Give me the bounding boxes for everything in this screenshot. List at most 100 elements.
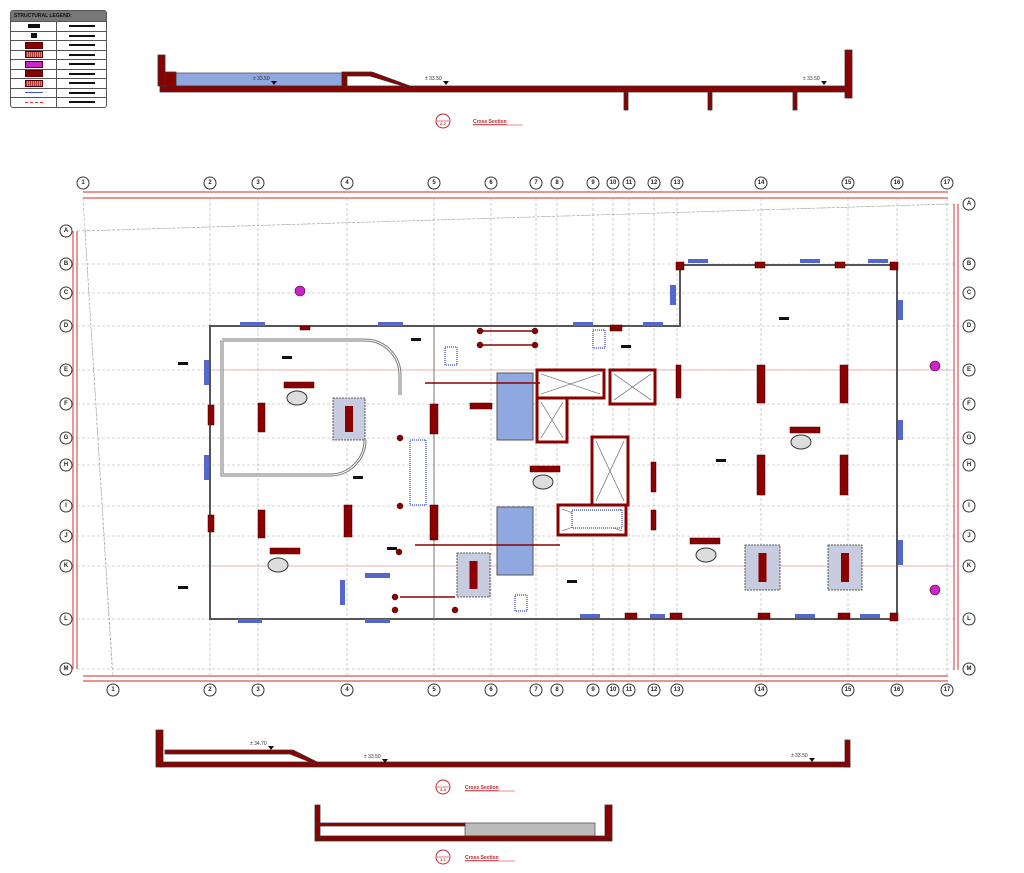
grid-bubble-circle bbox=[962, 286, 976, 300]
wall-opening bbox=[204, 455, 209, 480]
grid-bubble-circle bbox=[647, 683, 661, 697]
grid-bubble-circle bbox=[106, 683, 120, 697]
grid-column-bottom-13: 13 bbox=[670, 683, 684, 697]
grid-row-left-E: E bbox=[59, 363, 73, 377]
legend-row bbox=[11, 97, 106, 107]
legend-description bbox=[68, 25, 95, 28]
structural-column bbox=[529, 465, 561, 473]
grid-bubble-label: 17 bbox=[944, 687, 951, 693]
grid-column-bottom-12: 12 bbox=[647, 683, 661, 697]
pipe-valve bbox=[396, 502, 404, 510]
grid-bubble-label: 6 bbox=[489, 180, 493, 186]
grid-column-top-13: 13 bbox=[670, 176, 684, 190]
grid-row-left-F: F bbox=[59, 397, 73, 411]
grid-bubble-circle bbox=[841, 683, 855, 697]
wall-opening bbox=[898, 420, 903, 440]
structural-column bbox=[889, 261, 899, 271]
equipment-base bbox=[841, 553, 849, 582]
grid-bubble-label: 1 bbox=[111, 687, 115, 693]
grid-bubble-circle bbox=[251, 176, 265, 190]
grid-bubble-circle bbox=[484, 683, 498, 697]
grid-row-left-D: D bbox=[59, 319, 73, 333]
grid-line-column bbox=[82, 197, 114, 677]
grid-bubble-label: 15 bbox=[845, 180, 852, 186]
grid-bubble-label: E bbox=[64, 367, 68, 373]
section-title-text: Cross Section bbox=[465, 855, 499, 861]
grid-bubble-label: 8 bbox=[555, 180, 559, 186]
grid-bubble-circle bbox=[962, 319, 976, 333]
grid-bubble-label: B bbox=[64, 261, 69, 267]
legend-row bbox=[11, 78, 106, 88]
annotation-tag bbox=[779, 317, 789, 320]
grid-column-bottom-1: 1 bbox=[106, 683, 120, 697]
section-wall bbox=[314, 804, 613, 842]
grid-bubble-circle bbox=[427, 683, 441, 697]
grid-column-bottom-14: 14 bbox=[754, 683, 768, 697]
grid-bubble-circle bbox=[59, 662, 73, 676]
pipe-valve bbox=[476, 327, 484, 335]
structural-column bbox=[839, 364, 849, 404]
annotation-tag bbox=[716, 459, 726, 462]
legend-description bbox=[68, 72, 95, 75]
grid-bubble-label: M bbox=[967, 666, 972, 672]
grid-column-bottom-3: 3 bbox=[251, 683, 265, 697]
grid-bubble-circle bbox=[59, 559, 73, 573]
section-id: 2-2 bbox=[440, 121, 447, 126]
grid-bubble-circle bbox=[427, 176, 441, 190]
grid-bubble-circle bbox=[59, 458, 73, 472]
structural-column bbox=[207, 514, 215, 533]
grid-bubble-label: B bbox=[967, 261, 972, 267]
grid-bubble-label: L bbox=[64, 616, 68, 622]
grid-column-top-6: 6 bbox=[484, 176, 498, 190]
grid-bubble-circle bbox=[59, 397, 73, 411]
grid-bubble-label: C bbox=[967, 290, 972, 296]
section-title-text: Cross Section bbox=[473, 119, 507, 125]
grid-bubble-circle bbox=[76, 176, 90, 190]
grid-bubble-label: A bbox=[64, 228, 69, 234]
pipe-valve bbox=[451, 606, 459, 614]
structural-column bbox=[834, 261, 846, 269]
grid-bubble-circle bbox=[754, 683, 768, 697]
section-slab bbox=[159, 761, 851, 768]
legend-description bbox=[68, 63, 95, 66]
structural-column bbox=[299, 325, 311, 331]
grid-bubble-circle bbox=[647, 176, 661, 190]
structural-column bbox=[650, 509, 657, 531]
grid-bubble-label: G bbox=[967, 435, 972, 441]
grid-bubble-label: L bbox=[967, 616, 971, 622]
grid-bubble-circle bbox=[890, 176, 904, 190]
legend-description bbox=[68, 44, 95, 47]
grid-bubble-circle bbox=[203, 683, 217, 697]
equipment-base bbox=[758, 553, 767, 582]
wall-opening bbox=[868, 259, 888, 263]
structural-column bbox=[624, 612, 638, 620]
legend-row bbox=[11, 87, 106, 97]
grid-bubble-circle bbox=[550, 683, 564, 697]
grid-row-right-G: G bbox=[962, 431, 976, 445]
legend-swatch bbox=[24, 51, 43, 59]
grid-bubble-circle bbox=[670, 176, 684, 190]
water-tank bbox=[496, 506, 534, 576]
wall-opening bbox=[650, 614, 665, 618]
grid-bubble-label: G bbox=[64, 435, 69, 441]
legend-row bbox=[11, 68, 106, 78]
grid-bubble-circle bbox=[962, 529, 976, 543]
grid-bubble-circle bbox=[340, 683, 354, 697]
grid-bubble-label: H bbox=[967, 462, 971, 468]
section-title-text: Cross Section bbox=[465, 785, 499, 791]
grid-bubble-circle bbox=[586, 176, 600, 190]
grid-column-bottom-17: 17 bbox=[940, 683, 954, 697]
stair bbox=[571, 509, 623, 529]
legend-description bbox=[68, 101, 95, 104]
grid-bubble-label: J bbox=[967, 533, 970, 539]
structural-column bbox=[889, 612, 899, 622]
grid-bubble-label: D bbox=[64, 323, 69, 329]
wall-opening bbox=[240, 322, 265, 326]
grid-bubble-label: K bbox=[64, 563, 69, 569]
wall-opening bbox=[643, 322, 663, 326]
structural-column bbox=[257, 509, 266, 539]
grid-column-top-14: 14 bbox=[754, 176, 768, 190]
grid-bubble-circle bbox=[251, 683, 265, 697]
section-marker bbox=[294, 285, 306, 297]
